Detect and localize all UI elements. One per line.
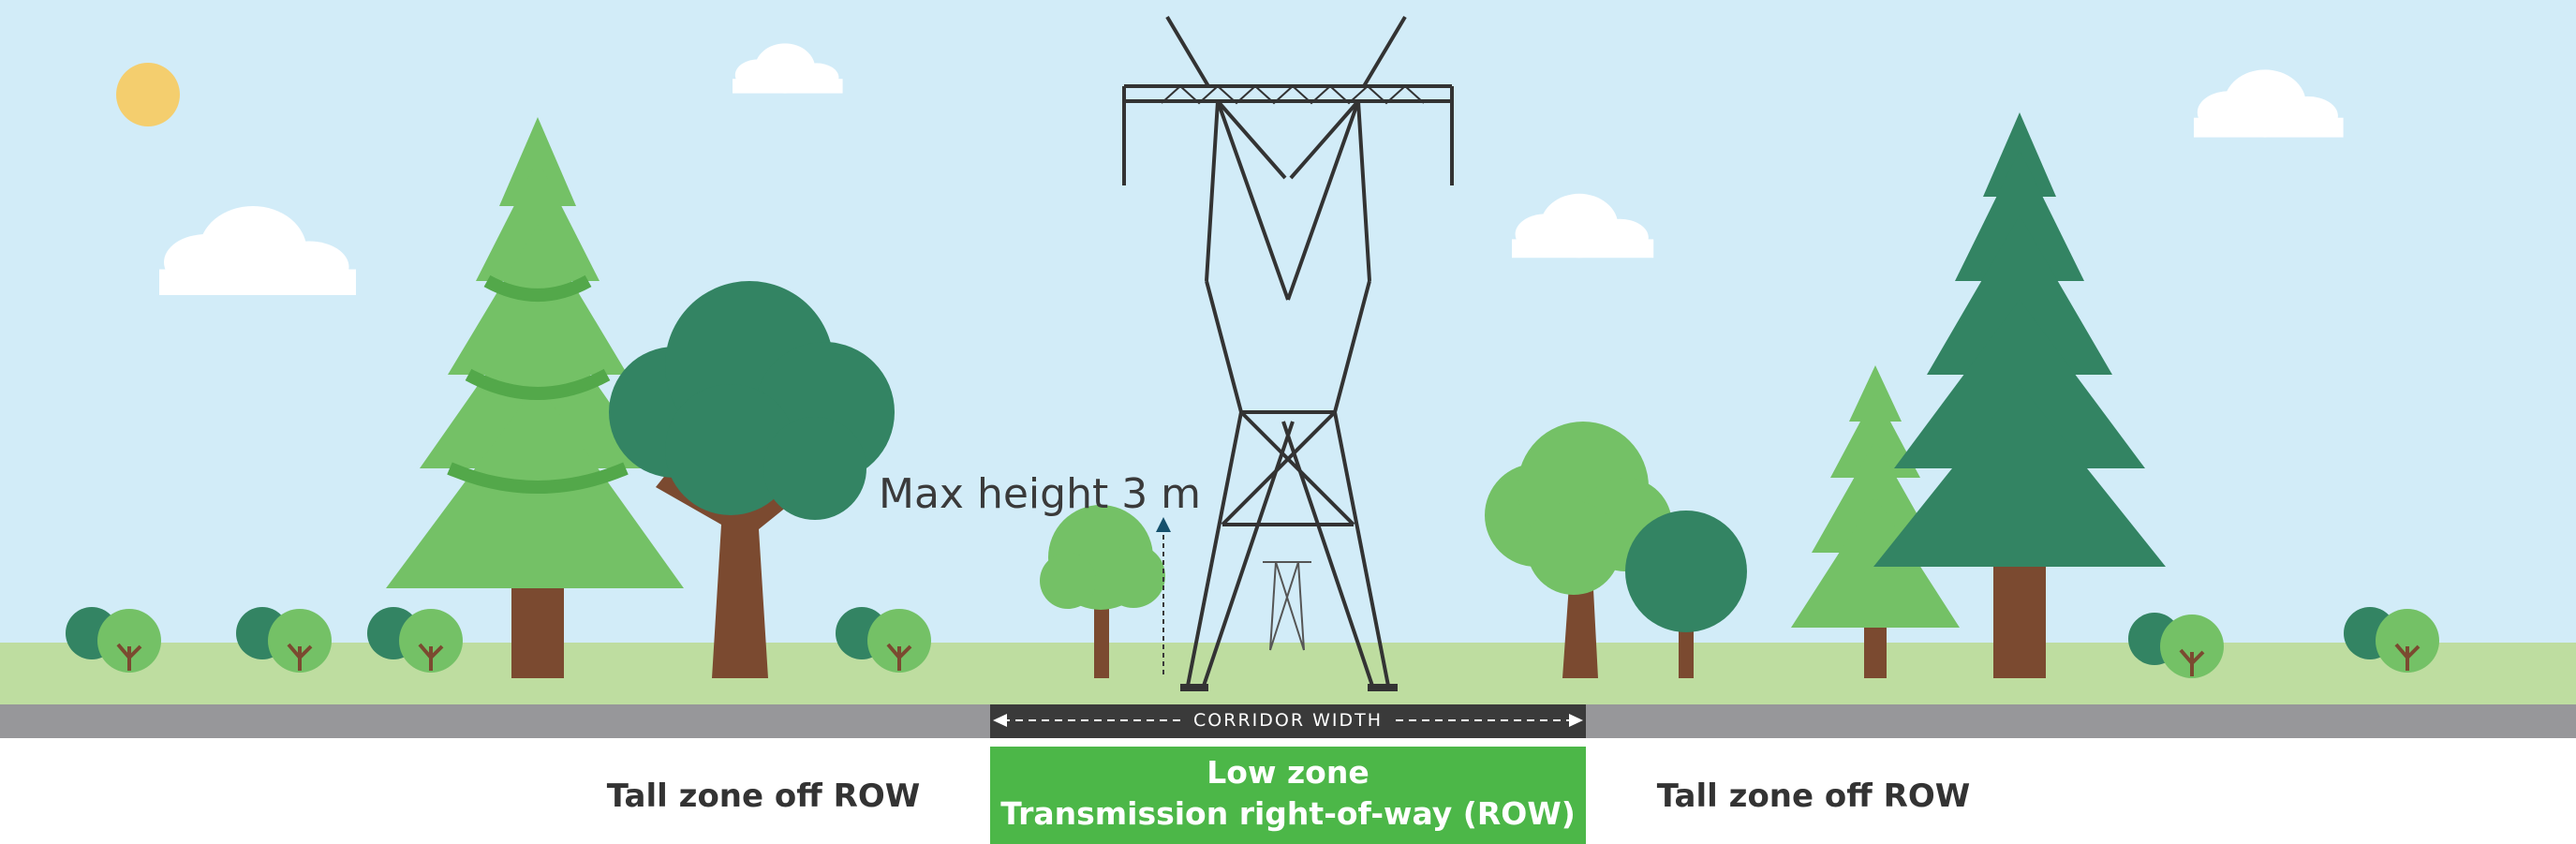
pine-tree-icon — [1873, 112, 2166, 678]
round-tree-icon — [1625, 511, 1747, 678]
round-tree-icon — [609, 281, 895, 678]
right-tall-zone-label: Tall zone off ROW — [1656, 777, 1971, 815]
transmission-tower-icon — [1263, 561, 1311, 651]
left-tall-zone-label: Tall zone off ROW — [606, 777, 921, 815]
corridor-arrow-left-icon — [993, 714, 1007, 727]
round-tree-icon — [1040, 505, 1165, 678]
sun-icon — [116, 63, 180, 126]
transmission-tower-icon — [1122, 15, 1454, 691]
low-zone-subtitle: Transmission right-of-way (ROW) — [1000, 795, 1576, 832]
low-zone-box: Low zone Transmission right-of-way (ROW) — [990, 747, 1586, 844]
corridor-width-label: CORRIDOR WIDTH — [990, 706, 1586, 734]
max-height-label: Max height 3 m — [879, 470, 1202, 518]
sky — [0, 0, 2576, 646]
round-tree-icon — [1485, 422, 1672, 678]
corridor-arrow-right-icon — [1569, 714, 1583, 727]
low-zone-title: Low zone — [1207, 754, 1369, 791]
pine-tree-icon — [386, 117, 684, 678]
